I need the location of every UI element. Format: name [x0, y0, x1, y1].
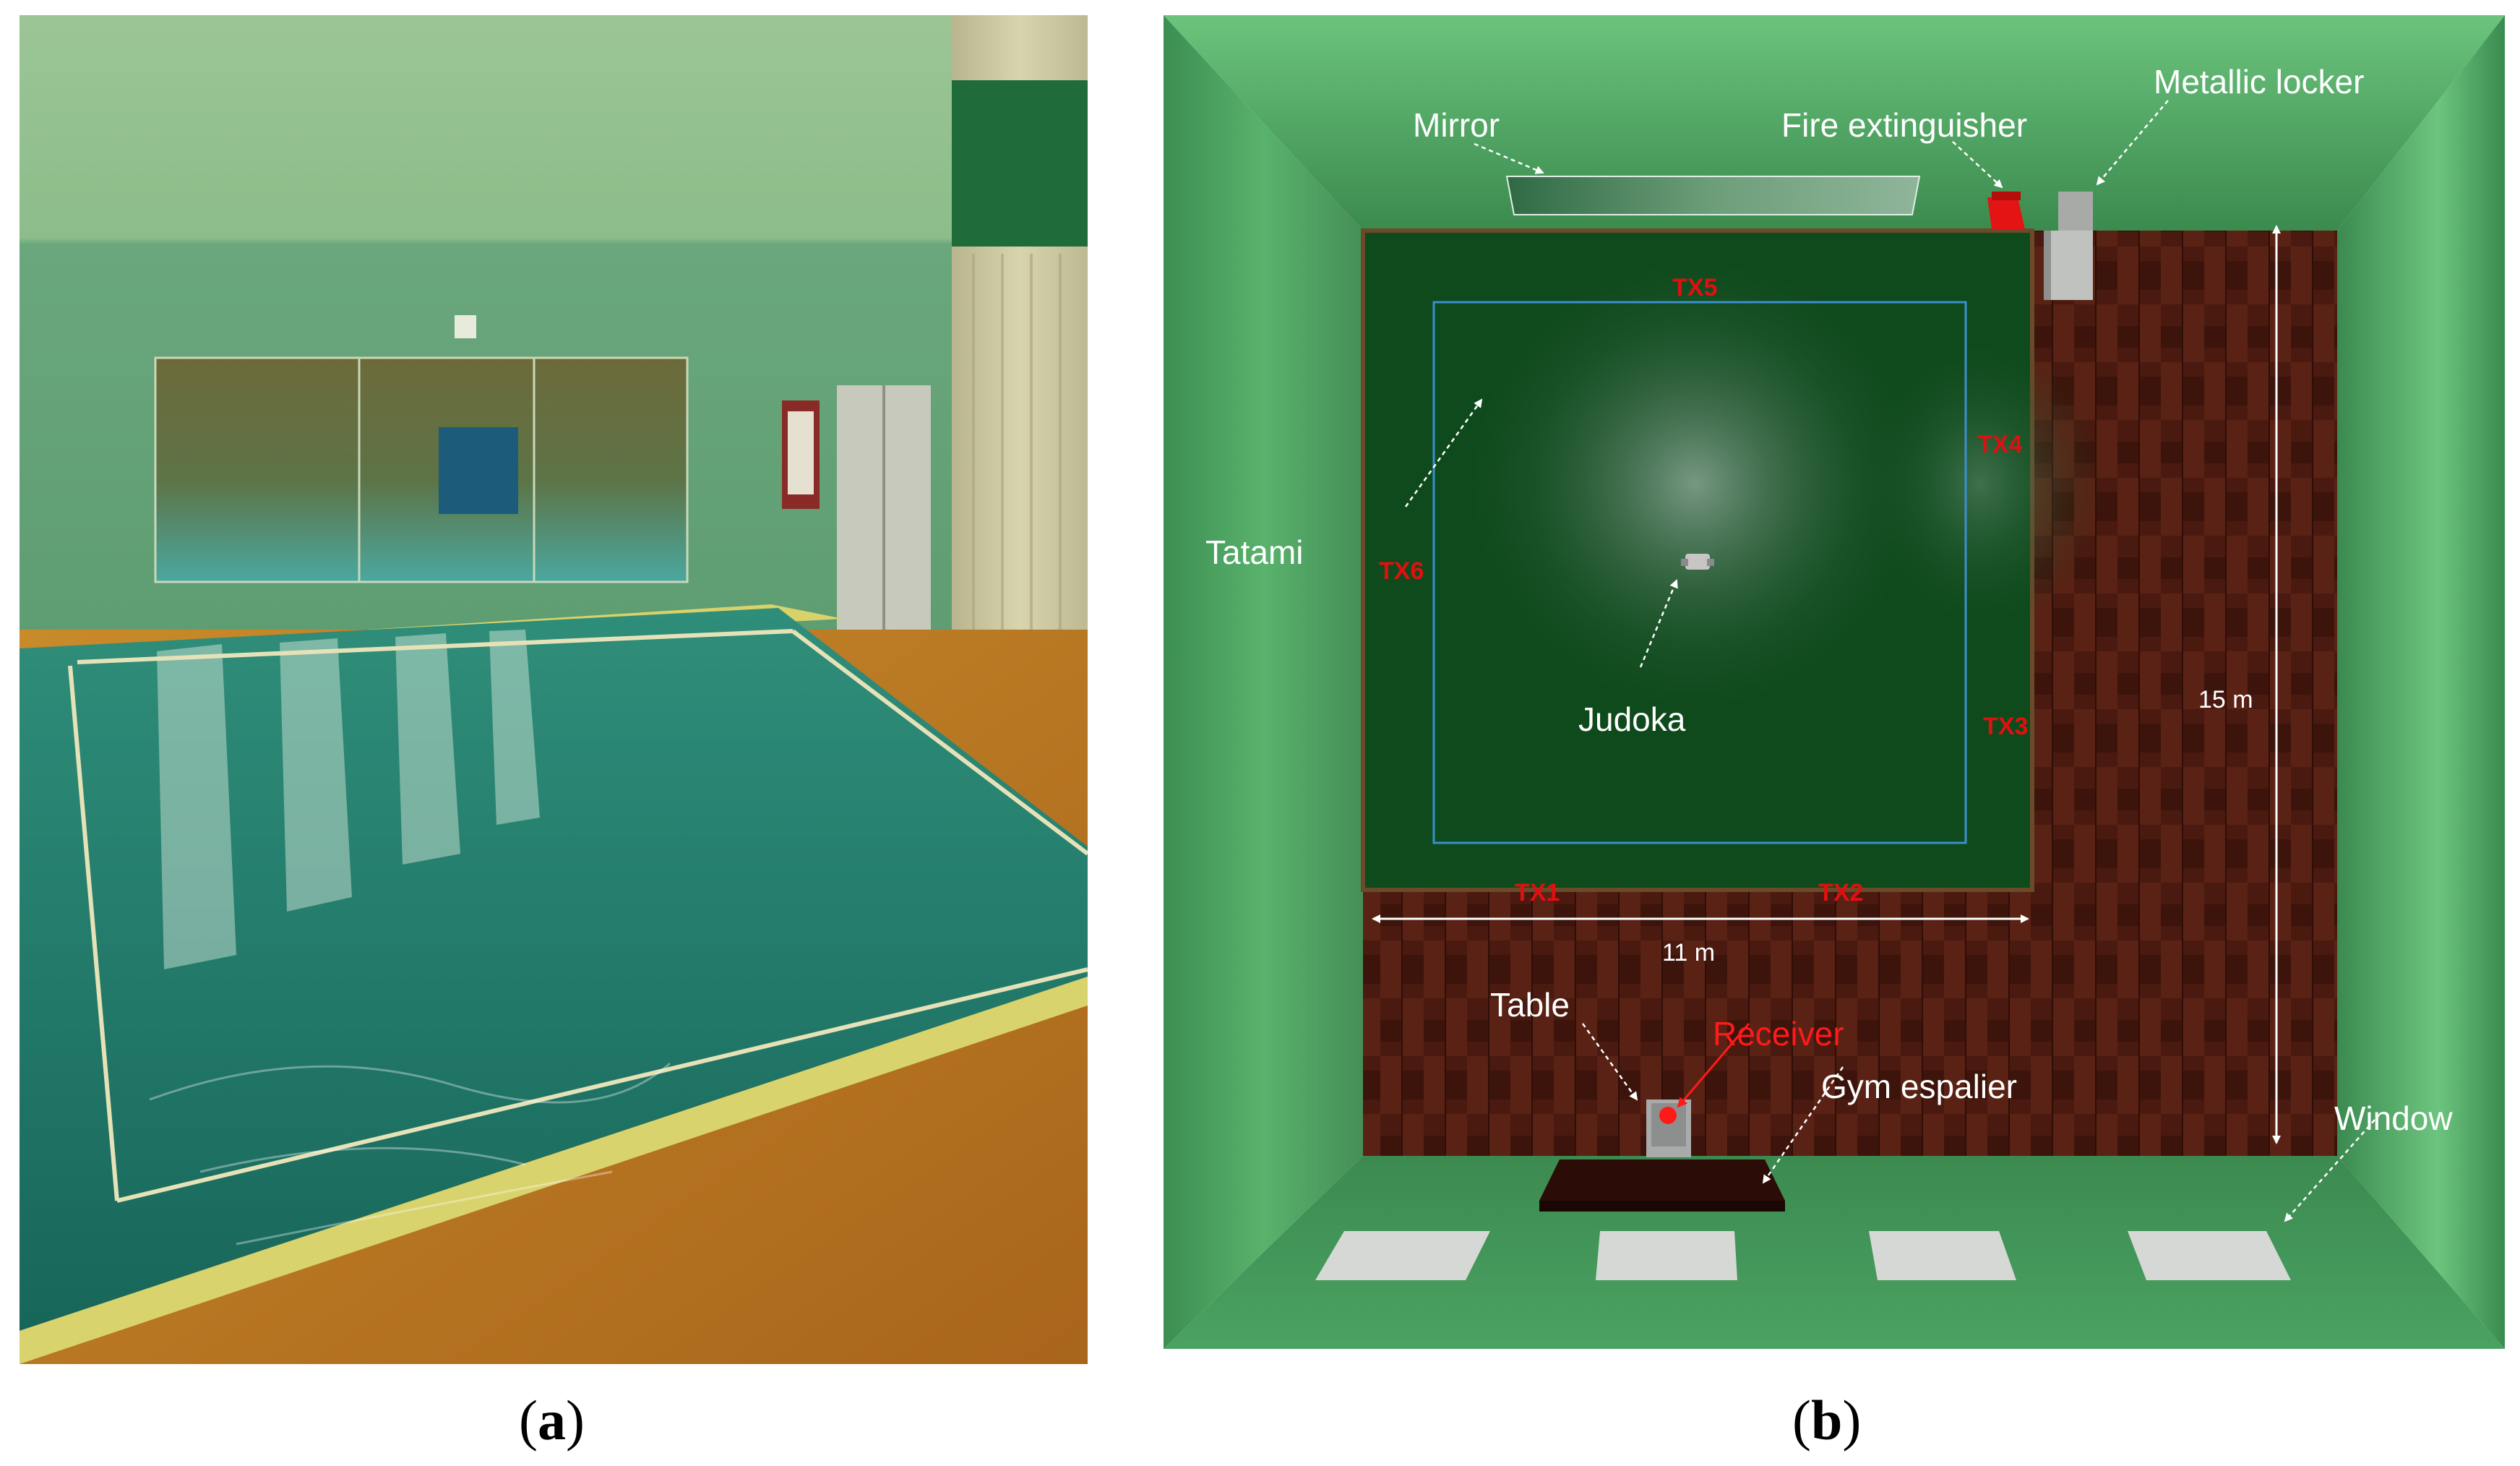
label-gym-espalier: Gym espalier: [1821, 1068, 2017, 1105]
label-table: Table: [1490, 986, 1570, 1024]
gym-espalier-shape: [1539, 1159, 1785, 1201]
label-tx4: TX4: [1977, 431, 2022, 458]
label-width: 11 m: [1662, 939, 1715, 966]
receiver-dot: [1659, 1107, 1677, 1124]
label-tx1: TX1: [1515, 879, 1560, 906]
label-fire-extinguisher: Fire extinguisher: [1781, 106, 2027, 144]
caption-panel-a: (a): [519, 1389, 585, 1452]
gym-photo: [20, 15, 1088, 1364]
label-tx6: TX6: [1379, 557, 1424, 585]
windows-group: [1315, 1231, 2291, 1280]
label-receiver: Receiver: [1713, 1015, 1844, 1053]
label-length: 15 m: [2198, 686, 2253, 713]
mirror-shape: [1505, 176, 1921, 215]
diagram-panel-b: Mirror Fire extinguisher Metallic locker…: [1164, 15, 2505, 1364]
gym-layout-diagram: Mirror Fire extinguisher Metallic locker…: [1164, 15, 2505, 1349]
label-window: Window: [2334, 1100, 2453, 1137]
caption-panel-b: (b): [1792, 1389, 1862, 1452]
label-tatami: Tatami: [1205, 533, 1303, 571]
label-tx2: TX2: [1818, 879, 1863, 906]
judoka-shape: [1685, 554, 1710, 570]
label-mirror: Mirror: [1413, 106, 1500, 144]
label-judoka: Judoka: [1578, 700, 1686, 738]
label-tx5: TX5: [1672, 274, 1717, 301]
label-tx3: TX3: [1983, 713, 2028, 740]
fire-extinguisher-shape: [1987, 197, 2025, 229]
label-metallic-locker: Metallic locker: [2154, 63, 2364, 100]
contest-area: [1432, 301, 1967, 844]
photo-panel-a: [20, 15, 1088, 1364]
metallic-locker-shape: [2050, 231, 2093, 300]
